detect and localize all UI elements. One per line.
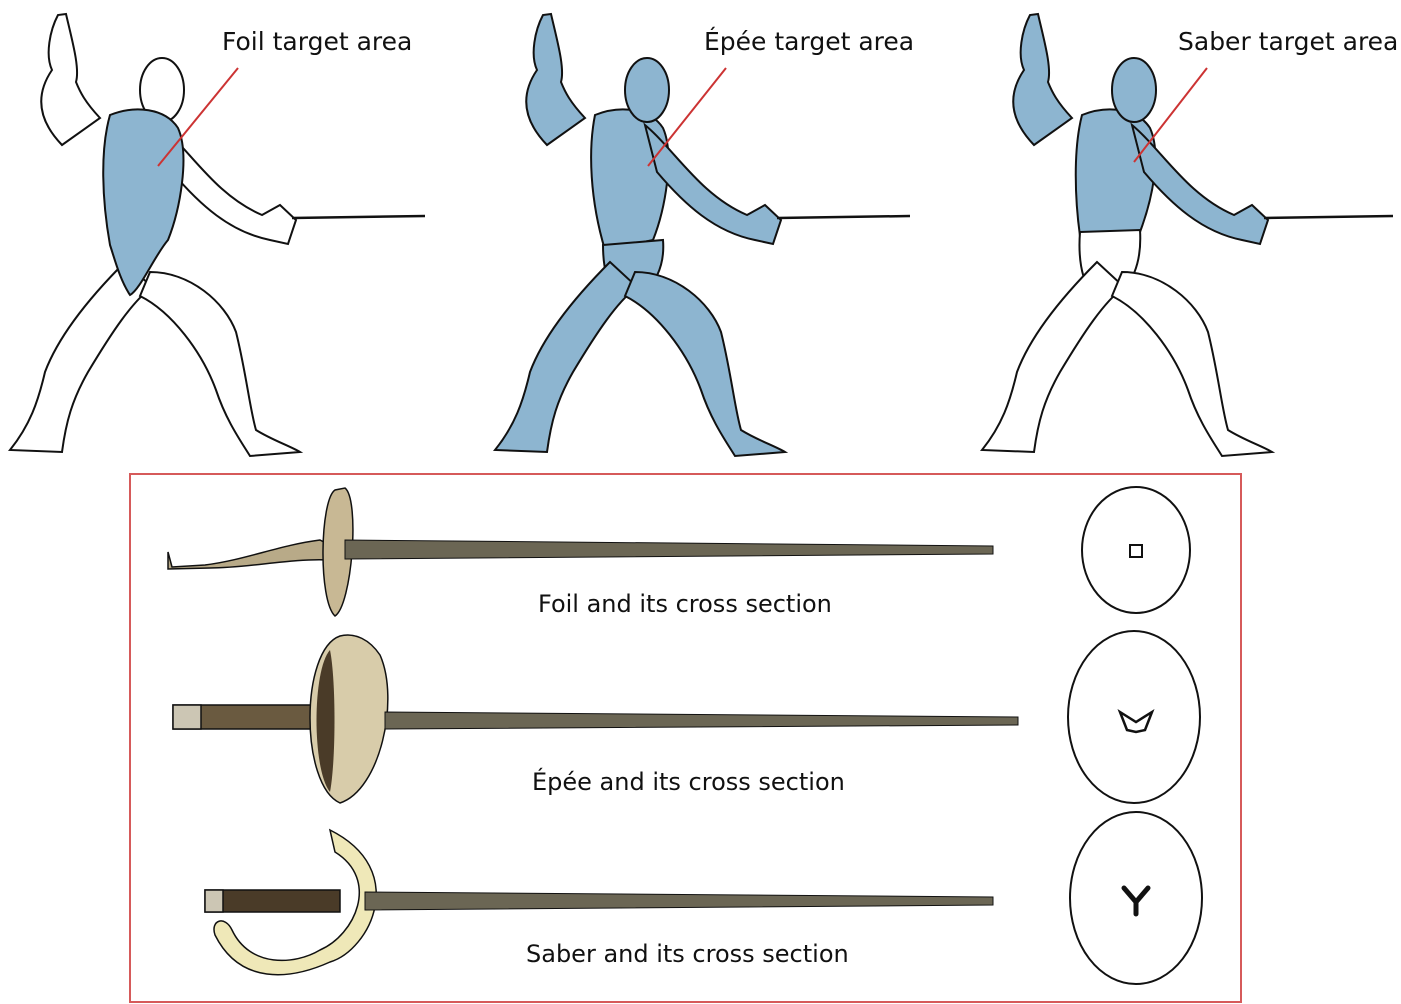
foil-target-area <box>103 109 183 295</box>
fencer-saber: Saber target area <box>982 14 1398 456</box>
saber-cross-section-circle <box>1070 812 1202 984</box>
foil-blade <box>345 540 993 559</box>
saber-pommel <box>205 890 223 912</box>
foil-fencer-figure <box>10 14 425 456</box>
foil-caption: Foil and its cross section <box>538 590 832 618</box>
saber-grip <box>205 890 340 912</box>
fencer-foil: Foil target area <box>10 14 425 456</box>
saber-blade-line <box>1264 216 1393 218</box>
fencer-epee: Épée target area <box>495 14 914 456</box>
foil-weapon: Foil and its cross section <box>168 487 1190 618</box>
foil-grip <box>168 540 335 569</box>
epee-blade-line <box>777 216 910 218</box>
epee-caption: Épée and its cross section <box>532 767 845 796</box>
saber-weapon: Saber and its cross section <box>205 812 1202 984</box>
epee-cross-section-circle <box>1068 631 1200 803</box>
epee-fencer-figure <box>495 14 785 456</box>
saber-fencer-figure <box>982 14 1272 456</box>
epee-pommel <box>173 705 201 729</box>
saber-caption: Saber and its cross section <box>526 940 849 968</box>
saber-target-label: Saber target area <box>1178 27 1398 56</box>
foil-target-label: Foil target area <box>222 27 412 56</box>
epee-target-label: Épée target area <box>704 27 914 56</box>
foil-cross-section-circle <box>1082 487 1190 613</box>
saber-blade <box>365 892 993 910</box>
epee-blade <box>385 712 1018 729</box>
epee-weapon: Épée and its cross section <box>173 631 1200 803</box>
